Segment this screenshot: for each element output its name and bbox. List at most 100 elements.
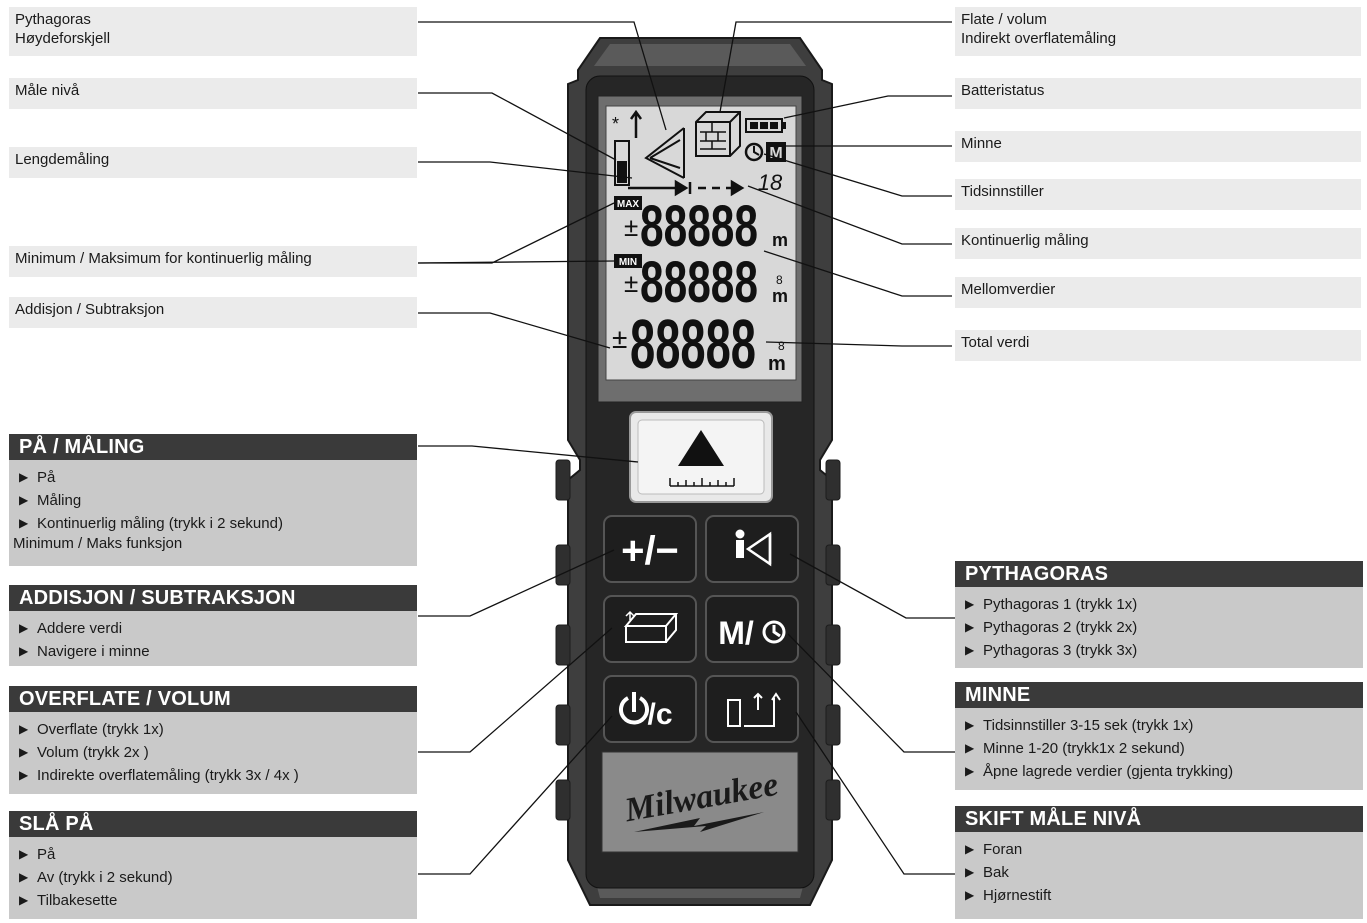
lightning-bolt-icon [634, 812, 764, 832]
digits-row1: 88888 [640, 194, 758, 259]
svg-text:MIN: MIN [619, 257, 637, 268]
card-pythagoras: PYTHAGORAS ▶Pythagoras 1 (trykk 1x) ▶Pyt… [955, 561, 1363, 668]
label-total-verdi: Total verdi [955, 330, 1361, 361]
svg-text:+/−: +/− [621, 529, 679, 573]
bullet-triangle-icon: ▶ [19, 847, 29, 861]
card-title: MINNE [955, 682, 1363, 708]
bullet-triangle-icon: ▶ [965, 620, 975, 634]
bullet-triangle-icon: ▶ [965, 741, 975, 755]
timer-icon [744, 142, 764, 162]
unit-row3: m [768, 353, 786, 375]
ruler-icon [669, 478, 735, 487]
power-icon [619, 692, 649, 725]
card-sla-pa: SLÅ PÅ ▶På ▶Av (trykk i 2 sekund) ▶Tilba… [9, 811, 417, 919]
superscript-row2: 8 [776, 273, 783, 287]
brand-logo: Milwaukee [601, 751, 799, 853]
card-title: SKIFT MÅLE NIVÅ [955, 806, 1363, 832]
list-item: ▶Pythagoras 3 (trykk 3x) [965, 639, 1353, 662]
lcd-screen: * M [605, 105, 797, 383]
memory-timer-button[interactable]: M/ [705, 595, 799, 663]
area-volume-icon [695, 111, 741, 157]
level-button-icon [727, 692, 781, 727]
card-minne: MINNE ▶Tidsinnstiller 3-15 sek (trykk 1x… [955, 682, 1363, 790]
list-item: ▶Indirekte overflatemåling (trykk 3x / 4… [19, 764, 407, 787]
bullet-triangle-icon: ▶ [19, 621, 29, 635]
plus-minus-button[interactable]: +/− [603, 515, 697, 583]
label-male-niva: Måle nivå [9, 78, 417, 109]
bullet-triangle-icon: ▶ [19, 768, 29, 782]
list-item: ▶På [19, 843, 407, 866]
card-title: ADDISJON / SUBTRAKSJON [9, 585, 417, 611]
bullet-triangle-icon: ▶ [965, 643, 975, 657]
bullet-triangle-icon: ▶ [19, 893, 29, 907]
measure-button[interactable] [629, 411, 773, 503]
card-skift-male-niva: SKIFT MÅLE NIVÅ ▶Foran ▶Bak ▶Hjørnestift [955, 806, 1363, 919]
list-item: ▶Tilbakesette [19, 889, 407, 912]
memory-badge-icon: M [766, 142, 786, 162]
unit-row1: m [772, 230, 788, 250]
label-minne: Minne [955, 131, 1361, 162]
continuous-measurement-icon [628, 179, 745, 197]
leader-lines [417, 21, 955, 875]
list-item: ▶Pythagoras 1 (trykk 1x) [965, 593, 1353, 616]
label-lengdemaling: Lengdemåling [9, 147, 417, 178]
bullet-triangle-icon: ▶ [965, 842, 975, 856]
level-indicator-icon: * [612, 109, 643, 186]
card-title: OVERFLATE / VOLUM [9, 686, 417, 712]
bullet-triangle-icon: ▶ [19, 722, 29, 736]
list-item: ▶Av (trykk i 2 sekund) [19, 866, 407, 889]
list-item: ▶Volum (trykk 2x ) [19, 741, 407, 764]
svg-text:/c: /c [647, 698, 672, 731]
list-item: ▶Tidsinnstiller 3-15 sek (trykk 1x) [965, 714, 1353, 737]
list-item: ▶Måling [19, 489, 407, 512]
svg-text:M: M [769, 145, 782, 162]
list-item: ▶Navigere i minne [19, 640, 407, 663]
list-item: ▶Pythagoras 2 (trykk 2x) [965, 616, 1353, 639]
pythagoras-button[interactable] [705, 515, 799, 583]
label-tidsinnstiller: Tidsinnstiller [955, 179, 1361, 210]
card-title: SLÅ PÅ [9, 811, 417, 837]
bullet-triangle-icon: ▶ [19, 493, 29, 507]
power-clear-button[interactable]: /c [603, 675, 697, 743]
list-item: ▶Foran [965, 838, 1353, 861]
list-subitem: Minimum / Maks funksjon [13, 535, 183, 552]
superscript-row3: 8 [778, 339, 785, 353]
bullet-triangle-icon: ▶ [19, 644, 29, 658]
svg-text:MAX: MAX [617, 199, 640, 210]
plus-minus-row2: ± [624, 268, 638, 298]
label-flate-volum: Flate / volum Indirekt overflatemåling [955, 7, 1361, 56]
bullet-triangle-icon: ▶ [965, 888, 975, 902]
pythagoras-icon [644, 127, 685, 179]
bullet-triangle-icon: ▶ [965, 865, 975, 879]
card-pa-maling: PÅ / MÅLING ▶På ▶Måling ▶Kontinuerlig må… [9, 434, 417, 566]
area-volume-button[interactable] [603, 595, 697, 663]
bullet-triangle-icon: ▶ [19, 870, 29, 884]
measure-arrow-icon [678, 430, 724, 466]
list-item: ▶Hjørnestift [965, 884, 1353, 907]
max-badge: MAX [614, 196, 642, 210]
bullet-triangle-icon: ▶ [965, 718, 975, 732]
timer-button-icon [762, 620, 786, 644]
bullet-triangle-icon: ▶ [19, 470, 29, 484]
svg-text:*: * [612, 114, 619, 134]
svg-text:M/: M/ [718, 615, 754, 651]
unit-row2: m [772, 286, 788, 306]
label-mellomverdier: Mellomverdier [955, 277, 1361, 308]
list-item: ▶Kontinuerlig måling (trykk i 2 sekund) [19, 512, 407, 535]
list-item: ▶Addere verdi [19, 617, 407, 640]
list-item: ▶Åpne lagrede verdier (gjenta trykking) [965, 760, 1353, 783]
card-overflate-volum: OVERFLATE / VOLUM ▶Overflate (trykk 1x) … [9, 686, 417, 794]
bullet-triangle-icon: ▶ [19, 745, 29, 759]
list-item: ▶Overflate (trykk 1x) [19, 718, 407, 741]
pythagoras-person-icon [735, 529, 772, 567]
level-button[interactable] [705, 675, 799, 743]
digits-row3: 88888 [630, 305, 756, 383]
label-addisjon: Addisjon / Subtraksjon [9, 297, 417, 328]
label-min-max: Minimum / Maksimum for kontinuerlig måli… [9, 246, 417, 277]
list-item: ▶På [19, 466, 407, 489]
label-pythagoras-hoyde: Pythagoras Høydeforskjell [9, 7, 417, 56]
digits-row2: 88888 [640, 250, 758, 315]
min-badge: MIN [614, 254, 642, 268]
plus-minus-row3: ± [612, 323, 627, 354]
